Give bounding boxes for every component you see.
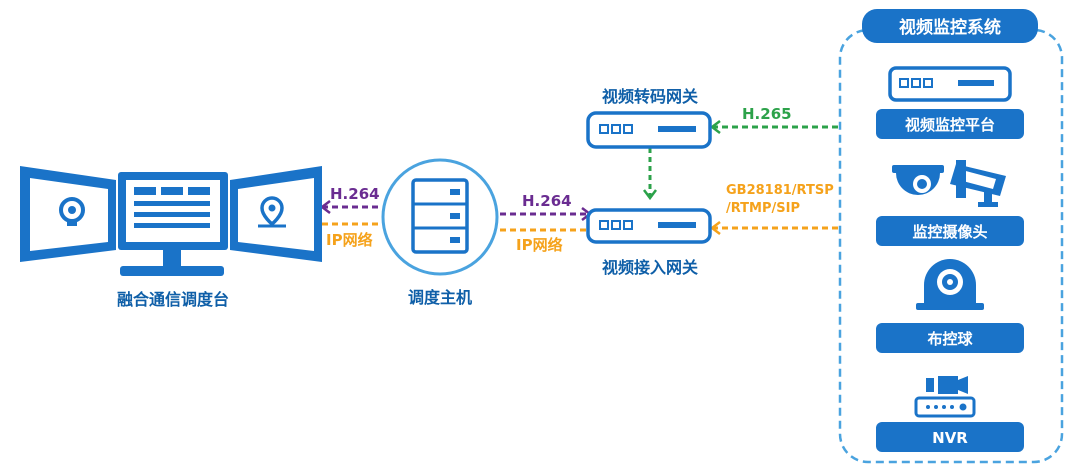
transcode-gateway-label: 视频转码网关 — [602, 87, 698, 106]
platform-label-badge — [876, 109, 1024, 139]
dome-label: 布控球 — [927, 330, 973, 348]
ptz-dome-icon — [916, 259, 984, 310]
system-title: 视频监控系统 — [899, 17, 1001, 38]
dispatch-host-icon — [381, 158, 499, 276]
camera-label: 监控摄像头 — [912, 223, 987, 241]
nvr-label: NVR — [932, 429, 968, 447]
system-title-badge — [862, 9, 1038, 43]
dome-label-badge — [876, 323, 1024, 353]
transcode-protocol-label: H.265 — [742, 105, 792, 123]
transcode-gateway-icon — [586, 111, 712, 149]
platform-device-icon — [888, 66, 1012, 102]
nvr-device-icon — [914, 376, 976, 418]
platform-label: 视频监控平台 — [905, 116, 995, 134]
access-protocol-label-line2: /RTMP/SIP — [726, 201, 800, 216]
surveillance-camera-icon — [892, 160, 1006, 207]
host-label: 调度主机 — [408, 288, 472, 307]
console-host-network-label: IP网络 — [326, 231, 373, 249]
console-label: 融合通信调度台 — [117, 290, 229, 309]
dispatch-console-icon — [20, 166, 322, 276]
access-gateway-label: 视频接入网关 — [602, 258, 698, 277]
host-gateway-protocol-label: H.264 — [522, 192, 572, 210]
access-gateway-icon — [586, 208, 712, 244]
camera-label-badge — [876, 216, 1024, 246]
access-protocol-label-line1: GB28181/RTSP — [726, 183, 834, 198]
nvr-label-badge — [876, 422, 1024, 452]
host-gateway-network-label: IP网络 — [516, 236, 563, 254]
console-host-protocol-label: H.264 — [330, 185, 380, 203]
